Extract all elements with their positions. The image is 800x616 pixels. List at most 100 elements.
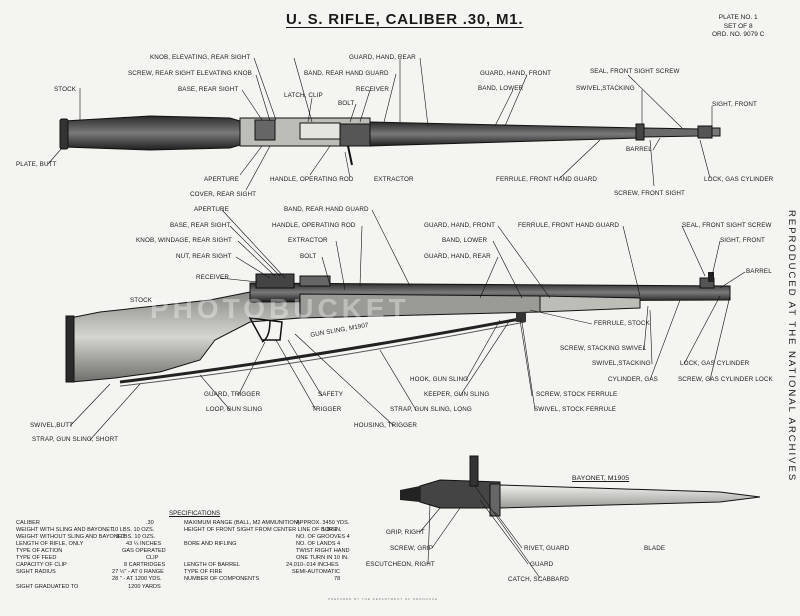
- label-receiver: RECEIVER: [196, 274, 229, 281]
- label-bolt: BOLT: [300, 253, 317, 260]
- label-guard-trigger: GUARD, TRIGGER: [204, 391, 261, 398]
- label-extractor: EXTRACTOR: [374, 176, 414, 183]
- label-grip-right: GRIP, RIGHT: [386, 529, 425, 536]
- spec-value: CLIP: [146, 555, 159, 561]
- label-band-lower: BAND, LOWER: [478, 85, 524, 92]
- leader-lines-top: [47, 57, 713, 191]
- label-swivel-stock-ferrule: SWIVEL, STOCK FERRULE: [534, 406, 617, 413]
- spec-label: TYPE OF FEED: [16, 555, 57, 561]
- spec-label: CAPACITY OF CLIP: [16, 562, 67, 568]
- label-knob-windage: KNOB, WINDAGE, REAR SIGHT: [136, 237, 232, 244]
- label-handle-operating-rod: HANDLE, OPERATING ROD: [270, 176, 354, 183]
- label-guard-hand-front: GUARD, HAND, FRONT: [424, 222, 496, 229]
- bayonet-drawing: [400, 455, 761, 517]
- label-bayonet-title: BAYONET, M1905: [572, 475, 630, 482]
- label-extractor: EXTRACTOR: [288, 237, 328, 244]
- specifications-header: SPECIFICATIONS: [169, 510, 221, 517]
- label-barrel: BARREL: [746, 268, 772, 275]
- label-receiver: RECEIVER: [356, 86, 389, 93]
- label-aperture: APERTURE: [194, 206, 229, 213]
- label-seal-front-sight-screw: SEAL, FRONT SIGHT SCREW: [682, 222, 772, 229]
- label-screw-gas-cylinder-lock: SCREW, GAS CYLINDER LOCK: [678, 376, 773, 383]
- label-swivel-stacking: SWIVEL,STACKING: [592, 360, 651, 367]
- label-guard: GUARD: [530, 561, 554, 568]
- label-guard-hand-front: GUARD, HAND, FRONT: [480, 70, 552, 77]
- spec-value: SEMI-AUTOMATIC: [292, 569, 340, 575]
- label-housing-trigger: HOUSING, TRIGGER: [354, 422, 418, 429]
- label-screw-stock-ferrule: SCREW, STOCK FERRULE: [536, 391, 618, 398]
- label-band-lower: BAND, LOWER: [442, 237, 488, 244]
- label-escutcheon-right: ESCUTCHEON, RIGHT: [366, 561, 435, 568]
- spec-value: 28 " - AT 1200 YDS.: [112, 576, 162, 582]
- spec-label: LENGTH OF RIFLE, ONLY: [16, 541, 84, 547]
- spec-label: WEIGHT WITH SLING AND BAYONET: [16, 527, 114, 533]
- plate-set: SET OF 8: [723, 22, 753, 30]
- spec-value: NO. OF GROOVES 4: [296, 534, 350, 540]
- label-safety: SAFETY: [318, 391, 344, 398]
- spec-label: TYPE OF FIRE: [184, 569, 223, 575]
- label-base-rear-sight: BASE, REAR SIGHT: [170, 222, 231, 229]
- label-ferrule-front-hand-guard: FERRULE, FRONT HAND GUARD: [496, 176, 598, 183]
- spec-label: LENGTH OF BARREL: [184, 562, 240, 568]
- label-keeper-gun-sling: KEEPER, GUN SLING: [424, 391, 490, 398]
- label-screw-grip: SCREW, GRIP: [390, 545, 434, 552]
- label-latch-clip: LATCH, CLIP: [284, 92, 323, 99]
- spec-value: 8 CARTRIDGES: [124, 562, 166, 568]
- label-stock: STOCK: [54, 86, 77, 93]
- label-rivet-guard: RIVET, GUARD: [524, 545, 570, 552]
- archives-stamp: REPRODUCED AT THE NATIONAL ARCHIVES: [786, 210, 797, 483]
- spec-value: 9 LBS. 10 OZS.: [116, 534, 156, 540]
- spec-value: NO. OF LANDS 4: [296, 541, 341, 547]
- spec-value: 24.010-.014 INCHES: [286, 562, 339, 568]
- spec-value: .30: [146, 520, 154, 526]
- label-trigger: TRIGGER: [312, 406, 342, 413]
- spec-label: HEIGHT OF FRONT SIGHT FROM CENTER LINE O…: [184, 527, 337, 533]
- label-blade: BLADE: [644, 545, 666, 552]
- label-guard-hand-rear: GUARD, HAND, REAR: [424, 253, 491, 260]
- label-band-rear-hand-guard: BAND, REAR HAND GUARD: [304, 70, 389, 77]
- spec-value: 78: [334, 576, 341, 582]
- label-ferrule-stock: FERRULE, STOCK: [594, 320, 650, 327]
- label-lock-gas-cylinder: LOCK, GAS CYLINDER: [680, 360, 750, 367]
- label-hook-gun-sling: HOOK, GUN SLING: [410, 376, 469, 383]
- label-cover-rear-sight: COVER, REAR SIGHT: [190, 191, 257, 198]
- label-guard-hand-rear: GUARD, HAND, REAR: [349, 54, 416, 61]
- label-strap-gun-sling-long: STRAP, GUN SLING, LONG: [390, 406, 472, 413]
- label-stock: STOCK: [130, 297, 153, 304]
- label-knob-elevating: KNOB, ELEVATING, REAR SIGHT: [150, 54, 251, 61]
- spec-label: NUMBER OF COMPONENTS: [184, 576, 260, 582]
- label-cylinder-gas: CYLINDER, GAS: [608, 376, 658, 383]
- label-plate-butt: PLATE, BUTT: [16, 161, 57, 168]
- plate-number-block: PLATE NO. 1 SET OF 8 ORD. NO. 9079 C: [712, 14, 764, 40]
- label-barrel: BARREL: [626, 146, 652, 153]
- top-rifle: [59, 115, 721, 166]
- spec-label: SIGHT GRADUATED TO: [16, 584, 79, 590]
- label-bolt: BOLT: [338, 100, 355, 107]
- spec-label: BORE AND RIFLING: [184, 541, 237, 547]
- footer-imprint: PREPARED BY THE DEPARTMENT OF ORDNANCE: [328, 597, 439, 601]
- watermark-text: PHOTOBUCKET: [150, 293, 410, 324]
- label-band-rear-hand-guard: BAND, REAR HAND GUARD: [284, 206, 369, 213]
- label-seal-front-sight-screw: SEAL, FRONT SIGHT SCREW: [590, 68, 680, 75]
- spec-label: CALIBER: [16, 520, 40, 526]
- spec-value: GAS OPERATED: [122, 548, 166, 554]
- label-base-rear-sight: BASE, REAR SIGHT: [178, 86, 239, 93]
- leader-lines-mid: [69, 209, 746, 441]
- label-screw-stacking-swivel: SCREW, STACKING SWIVEL: [560, 345, 647, 352]
- spec-label: WEIGHT WITHOUT SLING AND BAYONET: [16, 534, 126, 540]
- spec-value: TWIST RIGHT HAND: [296, 548, 350, 554]
- label-swivel-stacking: SWIVEL,STACKING: [576, 85, 635, 92]
- label-lock-gas-cylinder: LOCK, GAS CYLINDER: [704, 176, 774, 183]
- spec-value: 10 LBS. 10 OZS.: [112, 527, 155, 533]
- spec-value: 1.07 IN.: [322, 527, 342, 533]
- spec-label: TYPE OF ACTION: [16, 548, 63, 554]
- label-strap-gun-sling-short: STRAP, GUN SLING, SHORT: [32, 436, 119, 443]
- label-sight-front: SIGHT, FRONT: [712, 101, 757, 108]
- specifications-table: SPECIFICATIONS CALIBER .30 WEIGHT WITH S…: [16, 510, 350, 590]
- spec-value: 27 ½" - AT 0 RANGE: [112, 569, 164, 575]
- label-aperture: APERTURE: [204, 176, 239, 183]
- label-swivel-butt: SWIVEL,BUTT: [30, 422, 74, 429]
- spec-label: MAXIMUM RANGE (BALL, M2 AMMUNITION): [184, 520, 300, 526]
- ordnance-number: ORD. NO. 9079 C: [712, 31, 765, 38]
- spec-label: SIGHT RADIUS: [16, 569, 56, 575]
